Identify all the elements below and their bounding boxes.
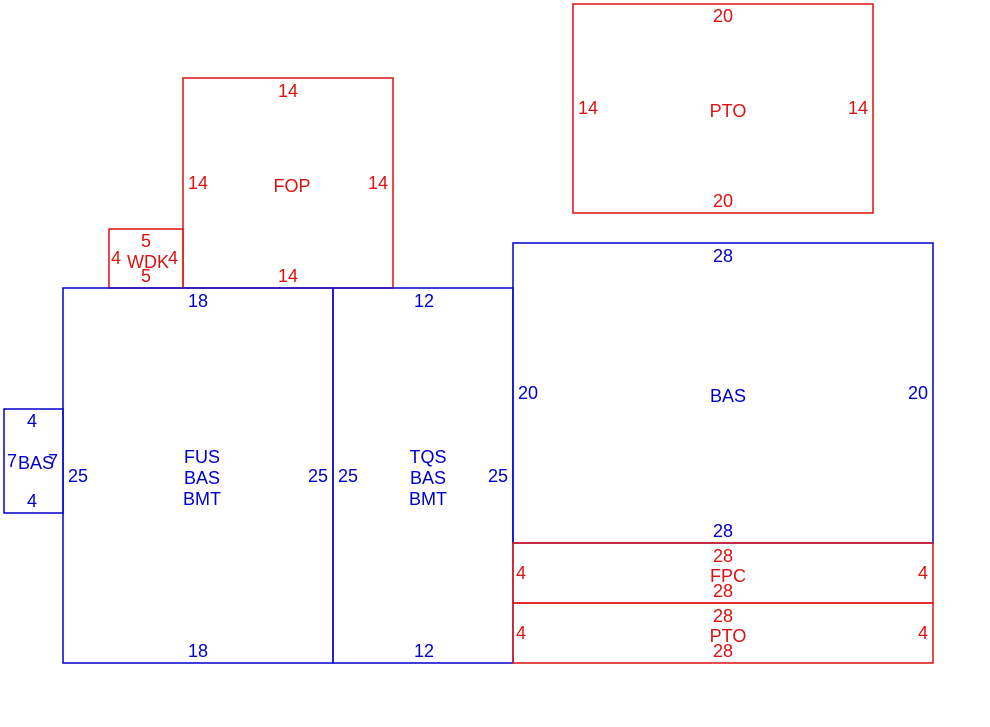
area-pto-bottom-dim-right: 4 <box>918 623 928 643</box>
area-fop-dim-top: 14 <box>278 81 298 101</box>
area-fop-dim-bottom: 14 <box>278 266 298 286</box>
area-pto-bottom: PTO 28 28 4 4 <box>512 602 934 664</box>
area-wdk-dim-bottom: 5 <box>141 266 151 286</box>
area-fop-dim-left: 14 <box>188 173 208 193</box>
area-tqs-dim-bottom: 12 <box>414 641 434 661</box>
area-pto-top-dim-left: 14 <box>578 98 598 118</box>
area-pto-bottom-label: PTO <box>710 626 747 646</box>
area-tqs-label-2: BAS <box>410 468 446 488</box>
area-bas-small-dim-top: 4 <box>27 411 37 431</box>
area-pto-bottom-dim-bottom: 28 <box>713 641 733 661</box>
area-tqs-dim-left: 25 <box>338 466 358 486</box>
area-fus-dim-left: 25 <box>68 466 88 486</box>
area-bas-large-dim-top: 28 <box>713 246 733 266</box>
area-fus-label-3: BMT <box>183 489 221 509</box>
area-fop-label: FOP <box>273 176 310 196</box>
area-bas-small-dim-left: 7 <box>7 451 17 471</box>
area-bas-large-label: BAS <box>710 386 746 406</box>
area-fop: FOP 14 14 14 14 <box>182 77 394 289</box>
area-bas-small-dim-bottom: 4 <box>27 491 37 511</box>
area-tqs-label-1: TQS <box>409 447 446 467</box>
area-tqs-label-3: BMT <box>409 489 447 509</box>
area-wdk-label: WDK <box>127 252 169 272</box>
area-fpc-label: FPC <box>710 566 746 586</box>
area-fus-label-1: FUS <box>184 447 220 467</box>
area-pto-bottom-dim-left: 4 <box>516 623 526 643</box>
area-fus-label-2: BAS <box>184 468 220 488</box>
area-tqs-dim-right: 25 <box>488 466 508 486</box>
area-bas-small-dim-right: 7 <box>48 451 58 471</box>
area-pto-top-outline <box>572 3 874 214</box>
area-fus: FUS BAS BMT 18 18 25 25 <box>62 287 334 664</box>
area-fpc-dim-bottom: 28 <box>713 581 733 601</box>
area-pto-top-dim-right: 14 <box>848 98 868 118</box>
area-bas-large-dim-right: 20 <box>908 383 928 403</box>
area-pto-top-label: PTO <box>710 101 747 121</box>
area-tqs-dim-top: 12 <box>414 291 434 311</box>
area-fpc-dim-left: 4 <box>516 563 526 583</box>
area-pto-top-dim-bottom: 20 <box>713 191 733 211</box>
area-fpc: FPC 28 28 4 4 <box>512 542 934 604</box>
area-pto-top-dim-top: 20 <box>713 6 733 26</box>
area-fop-dim-right: 14 <box>368 173 388 193</box>
area-bas-small-label: BAS <box>18 453 54 473</box>
area-bas-small: BAS 4 4 7 7 <box>3 408 64 514</box>
area-pto-bottom-outline <box>512 602 934 664</box>
area-fus-dim-bottom: 18 <box>188 641 208 661</box>
area-tqs: TQS BAS BMT 12 12 25 25 <box>332 287 514 664</box>
area-fpc-dim-top: 28 <box>713 546 733 566</box>
area-fus-dim-top: 18 <box>188 291 208 311</box>
area-pto-top: PTO 20 20 14 14 <box>572 3 874 214</box>
area-fpc-dim-right: 4 <box>918 563 928 583</box>
area-wdk-dim-right: 4 <box>168 248 178 268</box>
area-bas-large-dim-bottom: 28 <box>713 521 733 541</box>
area-wdk-dim-top: 5 <box>141 231 151 251</box>
area-wdk-dim-left: 4 <box>111 248 121 268</box>
area-bas-large-dim-left: 20 <box>518 383 538 403</box>
area-fus-dim-right: 25 <box>308 466 328 486</box>
area-pto-bottom-dim-top: 28 <box>713 606 733 626</box>
area-bas-large: BAS 28 28 20 20 <box>512 242 934 544</box>
area-wdk: WDK 5 5 4 4 <box>108 228 184 289</box>
